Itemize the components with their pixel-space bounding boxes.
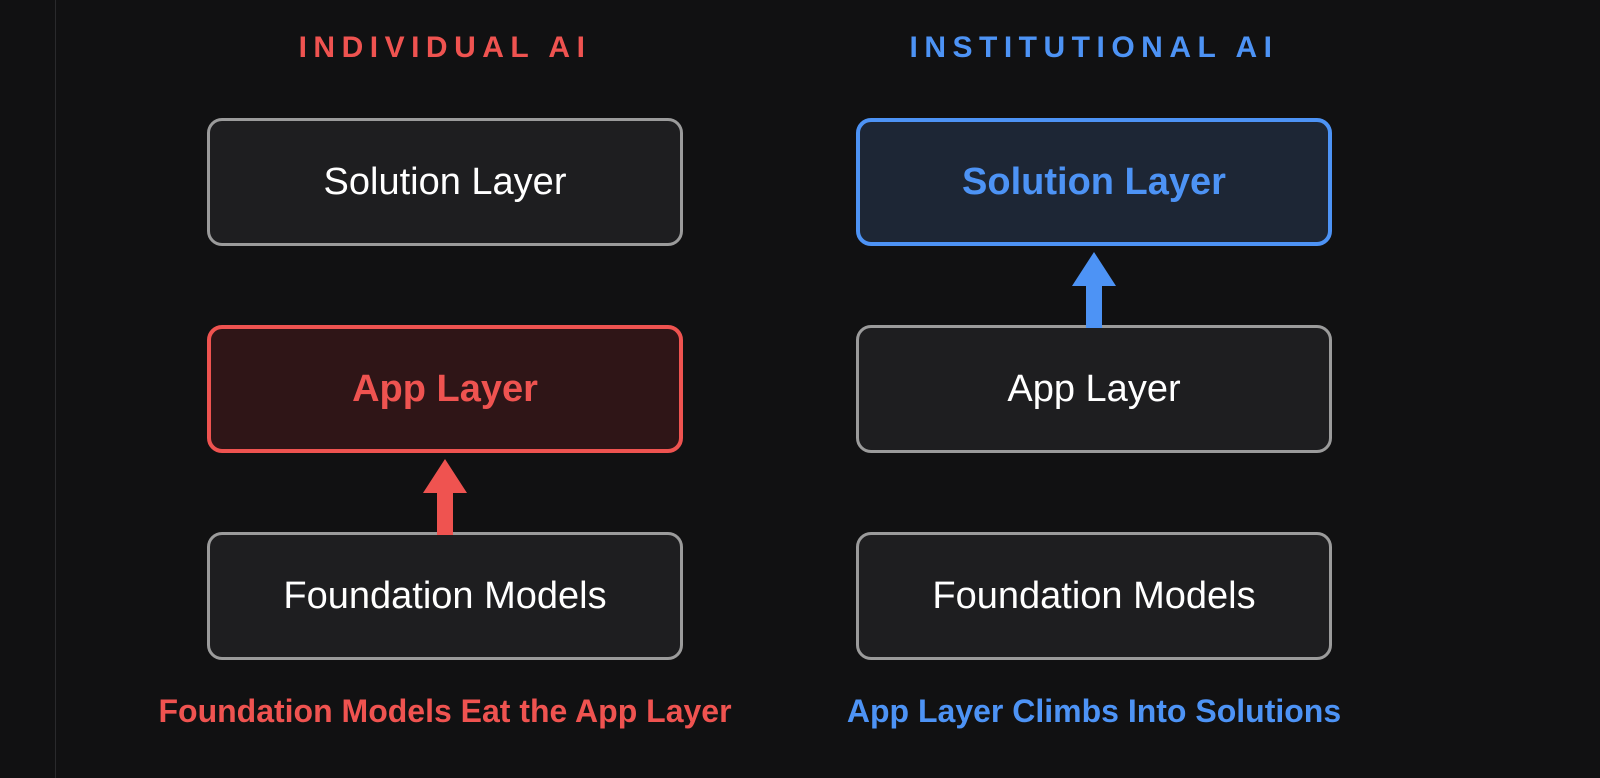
layer-box-foundation-institutional[interactable]: Foundation Models — [856, 532, 1332, 660]
layer-label-app-institutional: App Layer — [1007, 368, 1181, 410]
caption-individual-ai: Foundation Models Eat the App Layer — [158, 693, 732, 729]
layer-box-app-institutional[interactable]: App Layer — [856, 325, 1332, 453]
column-individual-ai: INDIVIDUAL AI Solution Layer App Layer F… — [158, 0, 731, 778]
layer-box-solution-institutional[interactable]: Solution Layer — [856, 118, 1332, 246]
column-title-institutional-ai: INSTITUTIONAL AI — [909, 31, 1279, 64]
column-title-individual-ai: INDIVIDUAL AI — [298, 31, 592, 64]
column-institutional-ai: INSTITUTIONAL AI Solution Layer App Laye… — [847, 0, 1341, 778]
layer-label-solution-individual: Solution Layer — [323, 161, 567, 203]
layer-box-foundation-individual[interactable]: Foundation Models — [207, 532, 683, 660]
layer-box-solution-individual[interactable]: Solution Layer — [207, 118, 683, 246]
layer-label-foundation-individual: Foundation Models — [283, 575, 607, 617]
layer-label-app-individual: App Layer — [352, 368, 538, 410]
left-edge-divider — [55, 0, 56, 778]
arrow-up-icon-individual — [423, 459, 467, 535]
layer-box-app-individual[interactable]: App Layer — [207, 325, 683, 453]
layer-label-foundation-institutional: Foundation Models — [932, 575, 1256, 617]
layer-label-solution-institutional: Solution Layer — [962, 161, 1226, 203]
arrow-up-icon-institutional — [1072, 252, 1116, 328]
caption-institutional-ai: App Layer Climbs Into Solutions — [846, 693, 1342, 729]
